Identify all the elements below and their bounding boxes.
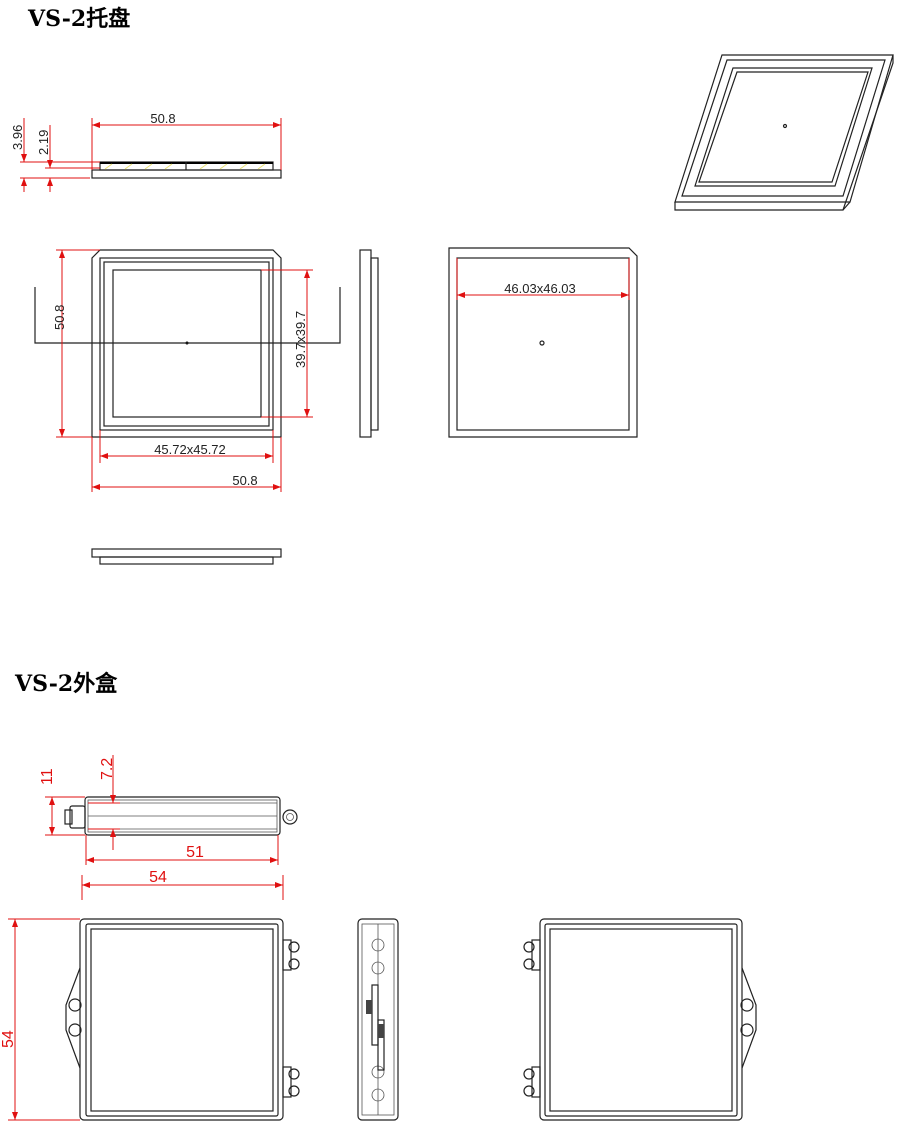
dim-inner-square: 39.7x39.7 — [293, 311, 308, 368]
dim-total-height: 3.96 — [10, 125, 25, 150]
tray-edge-view — [359, 249, 379, 438]
box-title: VS-2外盒 — [14, 671, 118, 697]
box-side-view — [45, 755, 298, 900]
dim-bottom-width: 50.8 — [232, 473, 257, 488]
dim-box-height: 11 — [39, 768, 56, 785]
box-edge-view — [357, 918, 399, 1121]
box-front-view — [8, 918, 300, 1121]
dim-side-width: 50.8 — [150, 111, 175, 126]
tray-isometric-view — [674, 54, 894, 211]
tray-back-view — [448, 247, 638, 438]
dim-box-outer-width: 54 — [149, 869, 167, 886]
box-back-view — [523, 918, 757, 1121]
tray-top-view — [34, 249, 341, 492]
dim-top-height: 2.19 — [36, 130, 51, 155]
dim-pocket: 45.72x45.72 — [154, 442, 226, 457]
tray-side-view — [20, 118, 282, 192]
dim-box-inner-height: 7.2 — [99, 758, 116, 780]
dim-box-inner-width: 51 — [186, 844, 204, 861]
tray-bottom-view — [91, 548, 282, 565]
dim-back-square: 46.03x46.03 — [504, 281, 576, 296]
tray-title: VS-2托盘 — [27, 6, 130, 32]
dim-top-height-outer: 50.8 — [52, 305, 67, 330]
dim-box-outer-height: 54 — [0, 1030, 17, 1048]
